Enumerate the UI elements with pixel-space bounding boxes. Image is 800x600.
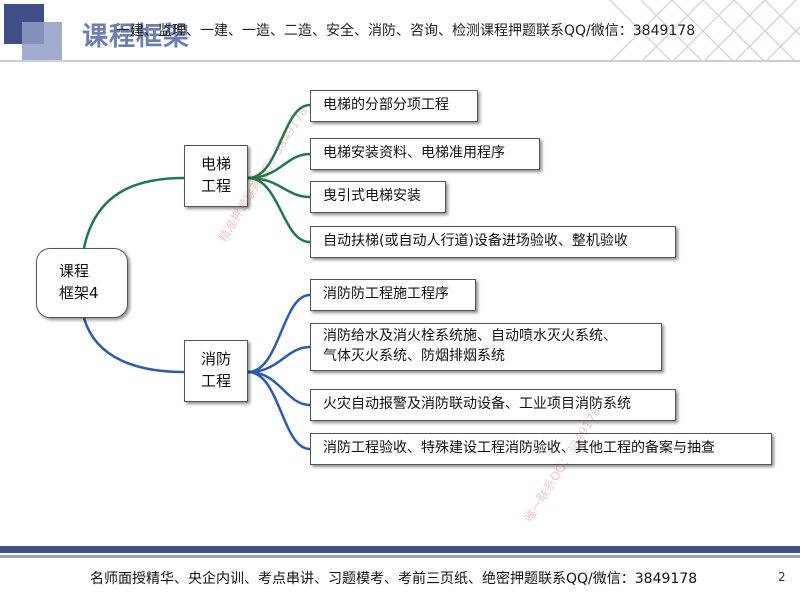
branch-elevator-line1: 电梯 bbox=[200, 155, 231, 174]
connector-fire-item-2 bbox=[247, 345, 311, 374]
branch-elevator-line2: 工程 bbox=[200, 177, 231, 195]
connector-root-to-elevator bbox=[82, 176, 185, 249]
connector-fire-item-3 bbox=[247, 370, 311, 407]
connector-root-to-fire bbox=[82, 317, 185, 374]
slide-title: 课程框架 bbox=[82, 22, 191, 52]
branch-fire-line2: 工程 bbox=[200, 372, 231, 390]
connector-elevator-item-4 bbox=[247, 176, 311, 244]
branch-node-fire: 消防 工程 bbox=[184, 340, 248, 402]
root-node: 课程 框架4 bbox=[36, 248, 128, 318]
footer-text: 名师面授精华、央企内训、考点串讲、习题模考、考前三页纸、绝密押题联系QQ/微信：… bbox=[90, 571, 698, 587]
footer-divider-light bbox=[0, 555, 800, 558]
fire-item-2-line1: 消防给水及消火栓系统施、自动喷水灭火系统、 bbox=[323, 328, 617, 345]
connector-fire-item-4 bbox=[247, 370, 311, 451]
elevator-item-4: 自动扶梯(或自动人行道)设备进场验收、整机验收 bbox=[310, 226, 676, 258]
root-node-line2: 框架4 bbox=[59, 284, 99, 302]
connector-fire-item-1 bbox=[247, 293, 311, 374]
fire-item-4: 消防工程验收、特殊建设工程消防验收、其他工程的备案与抽查 bbox=[310, 433, 772, 465]
corner-diamond-pattern bbox=[610, 0, 800, 62]
fire-item-2: 消防给水及消火栓系统施、自动喷水灭火系统、 气体灭火系统、防烟排烟系统 bbox=[310, 323, 662, 371]
branch-node-elevator: 电梯 工程 bbox=[184, 145, 248, 207]
branch-fire-line1: 消防 bbox=[200, 350, 231, 369]
fire-item-3: 火灾自动报警及消防联动设备、工业项目消防系统 bbox=[310, 389, 676, 421]
root-node-line1: 课程 bbox=[59, 262, 90, 281]
fire-item-1: 消防防工程施工程序 bbox=[310, 279, 476, 311]
footer-divider-dark bbox=[0, 546, 800, 553]
elevator-item-3: 曳引式电梯安装 bbox=[310, 181, 446, 213]
page-number: 2 bbox=[778, 570, 786, 584]
elevator-item-1: 电梯的分部分项工程 bbox=[310, 90, 478, 122]
top-banner-text: 一建、监理、一建、一造、二造、安全、消防、咨询、检测课程押题联系QQ/微信：38… bbox=[116, 23, 696, 39]
fire-item-2-line2: 气体灭火系统、防烟排烟系统 bbox=[323, 348, 505, 364]
connector-elevator-item-1 bbox=[247, 103, 311, 180]
header-divider bbox=[0, 60, 800, 62]
header-decoration-square-light bbox=[22, 22, 62, 62]
elevator-item-2: 电梯安装资料、电梯准用程序 bbox=[310, 138, 540, 170]
